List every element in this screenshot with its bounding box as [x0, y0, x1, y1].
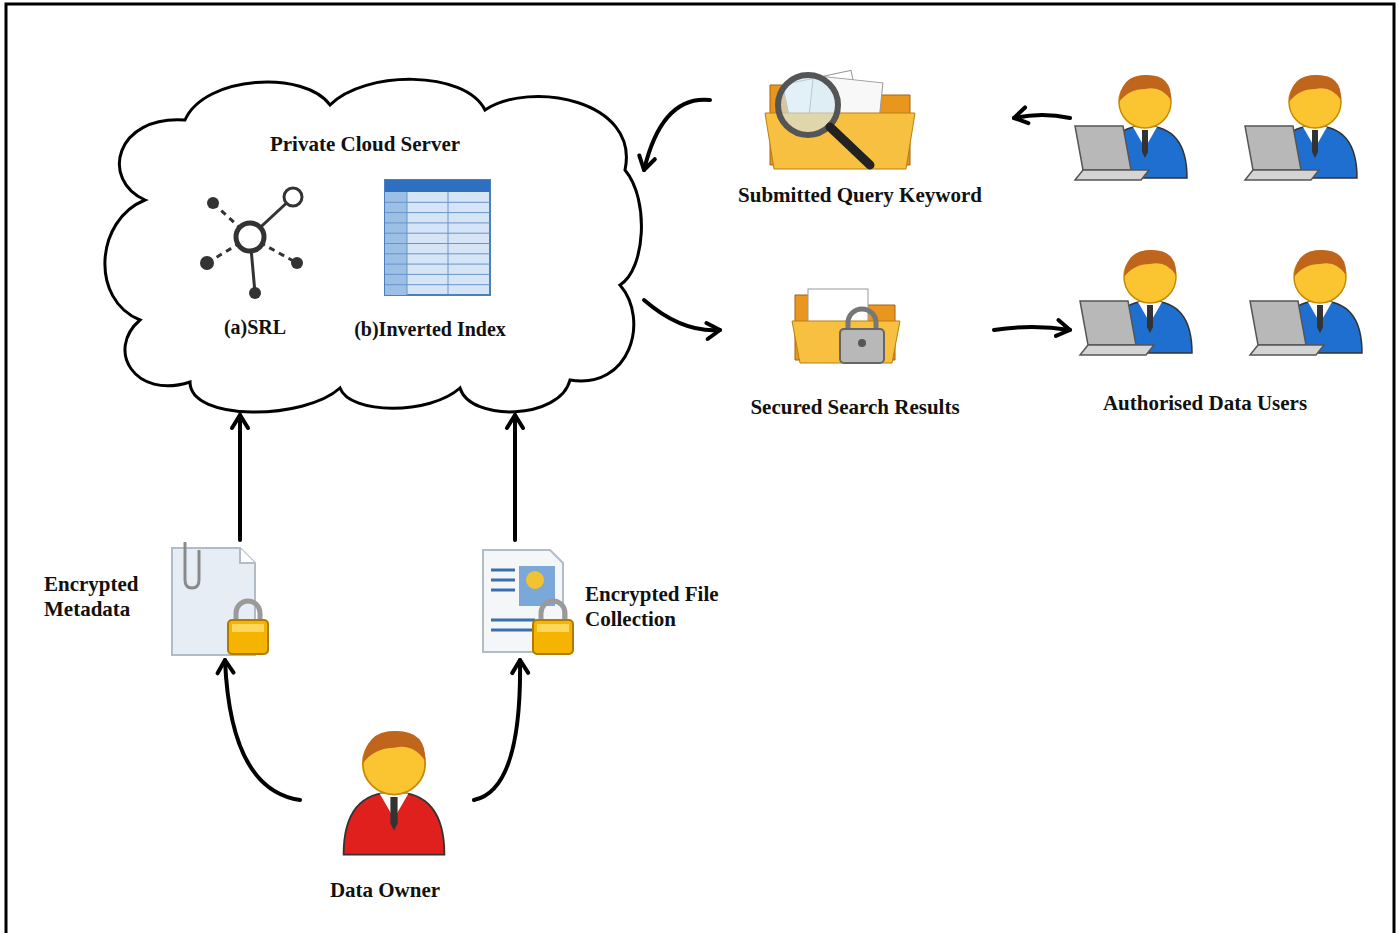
data-owner: Data Owner: [300, 720, 474, 907]
node-label: Data Owner: [300, 878, 470, 903]
flow-arrow: [513, 415, 517, 540]
node-label: Encrypted File Collection: [585, 582, 750, 632]
results-icon: Secured Search Results: [720, 285, 994, 424]
frame-border: [6, 4, 1394, 933]
index-component: (b)Inverted Index: [330, 175, 534, 345]
node-label: Encrypted Metadata: [44, 572, 169, 622]
cloud-server: Private Cloud Server (a)SRL(b)Inverted In…: [90, 70, 644, 415]
metadata-icon: Encrypted Metadata: [40, 540, 280, 660]
node-label: (b)Inverted Index: [330, 317, 530, 341]
flow-arrow: [225, 660, 300, 800]
flow-arrow: [644, 300, 720, 330]
node-label: Authorised Data Users: [1070, 391, 1340, 416]
node-label: Submitted Query Keyword: [710, 183, 1010, 208]
srl-component: (a)SRL: [185, 175, 329, 345]
flow-arrow: [644, 100, 710, 170]
flow-arrow: [994, 327, 1070, 330]
flow-arrow: [474, 660, 520, 800]
data-owner-drawing: [300, 720, 470, 905]
node-label: (a)SRL: [185, 315, 325, 339]
cloud-server-drawing: [90, 70, 640, 415]
node-label: Private Cloud Server: [90, 132, 640, 157]
flow-arrow: [238, 415, 242, 540]
query-icon: Submitted Query Keyword: [710, 65, 1014, 215]
node-label: Secured Search Results: [720, 395, 990, 420]
user-group: Authorised Data Users: [1070, 65, 1385, 420]
file-collection-icon: Encrypted File Collection: [475, 540, 754, 660]
flow-arrow: [1014, 115, 1070, 118]
user-group-drawing: [1070, 65, 1385, 420]
